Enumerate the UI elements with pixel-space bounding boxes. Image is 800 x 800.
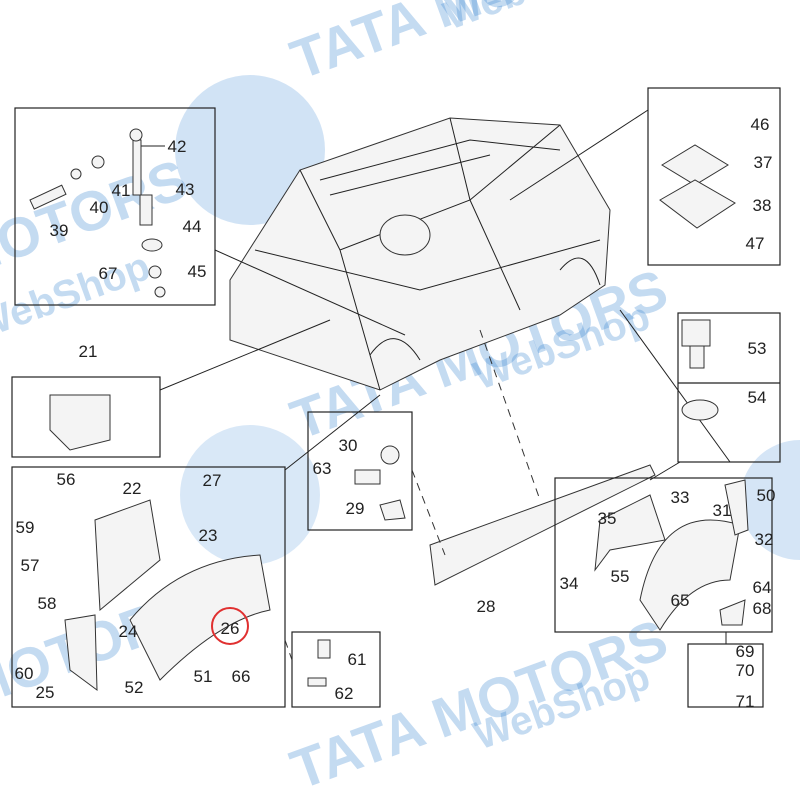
highlight-circle (211, 607, 249, 645)
rear-liner-box (554, 477, 773, 633)
part-label-30[interactable]: 30 (339, 436, 358, 455)
part-label-21[interactable]: 21 (79, 342, 98, 361)
part-label-34[interactable]: 34 (560, 574, 579, 593)
part-label-39[interactable]: 39 (50, 221, 69, 240)
part-label-51[interactable]: 51 (194, 667, 213, 686)
part-labels: 42 41 40 43 39 44 67 45 46 37 38 47 21 3… (15, 115, 776, 711)
part-label-23[interactable]: 23 (199, 526, 218, 545)
strut-mount-box (14, 107, 216, 306)
part-label-41[interactable]: 41 (112, 181, 131, 200)
part-label-53[interactable]: 53 (748, 339, 767, 358)
part-label-65[interactable]: 65 (671, 591, 690, 610)
part-label-28[interactable]: 28 (477, 597, 496, 616)
part-label-61[interactable]: 61 (348, 650, 367, 669)
part-label-71[interactable]: 71 (736, 692, 755, 711)
part-label-29[interactable]: 29 (346, 499, 365, 518)
part-label-40[interactable]: 40 (90, 198, 109, 217)
part-label-42[interactable]: 42 (168, 137, 187, 156)
part-label-26[interactable]: 26 (221, 619, 240, 638)
part-label-44[interactable]: 44 (183, 217, 202, 236)
part-label-67[interactable]: 67 (99, 264, 118, 283)
part-label-55[interactable]: 55 (611, 567, 630, 586)
leader-lines (138, 109, 731, 661)
part-label-22[interactable]: 22 (123, 479, 142, 498)
front-fasteners-box (291, 631, 381, 708)
watermark-shop-top: WebShop (438, 0, 626, 38)
part-label-54[interactable]: 54 (748, 388, 767, 407)
part-label-63[interactable]: 63 (313, 459, 332, 478)
part-label-66[interactable]: 66 (232, 667, 251, 686)
part-label-47[interactable]: 47 (746, 234, 765, 253)
part-label-59[interactable]: 59 (16, 518, 35, 537)
part-label-43[interactable]: 43 (176, 180, 195, 199)
bracket-box (11, 376, 161, 458)
part-label-31[interactable]: 31 (713, 501, 732, 520)
part-label-62[interactable]: 62 (335, 684, 354, 703)
part-label-68[interactable]: 68 (753, 599, 772, 618)
front-liner-box (11, 466, 286, 708)
part-label-56[interactable]: 56 (57, 470, 76, 489)
part-label-58[interactable]: 58 (38, 594, 57, 613)
part-label-37[interactable]: 37 (754, 153, 773, 172)
part-label-70[interactable]: 70 (736, 661, 755, 680)
part-label-45[interactable]: 45 (188, 262, 207, 281)
part-label-64[interactable]: 64 (753, 578, 772, 597)
part-label-24[interactable]: 24 (119, 622, 138, 641)
part-label-57[interactable]: 57 (21, 556, 40, 575)
part-drawings (29, 128, 749, 692)
part-label-33[interactable]: 33 (671, 488, 690, 507)
part-label-60[interactable]: 60 (15, 664, 34, 683)
cover-plate-box (647, 87, 781, 266)
part-label-46[interactable]: 46 (751, 115, 770, 134)
part-label-35[interactable]: 35 (598, 509, 617, 528)
part-label-27[interactable]: 27 (203, 471, 222, 490)
part-label-50[interactable]: 50 (757, 486, 776, 505)
part-label-69[interactable]: 69 (736, 642, 755, 661)
part-label-52[interactable]: 52 (125, 678, 144, 697)
part-label-25[interactable]: 25 (36, 683, 55, 702)
part-label-32[interactable]: 32 (755, 530, 774, 549)
part-label-38[interactable]: 38 (753, 196, 772, 215)
